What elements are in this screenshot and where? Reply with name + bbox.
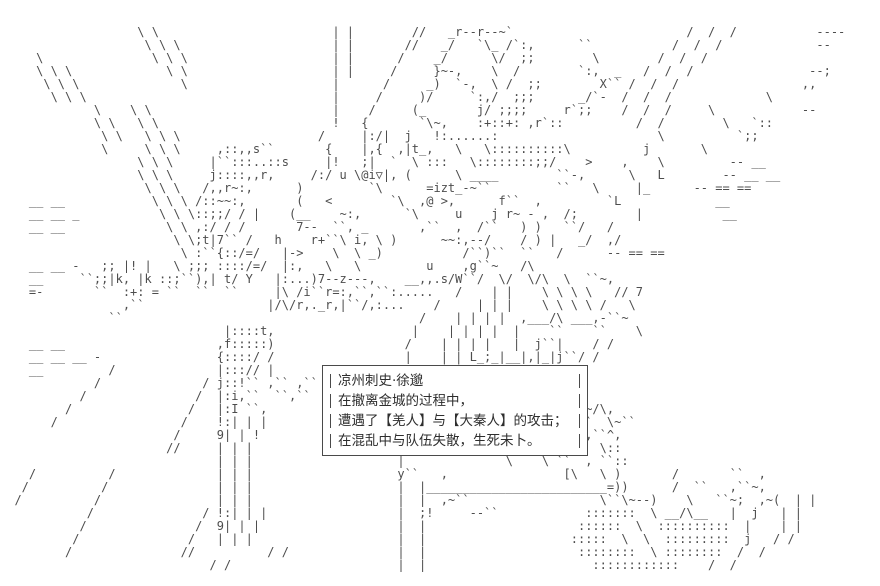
dialog-line-speaker: 凉州刺史·徐邈 — [330, 371, 580, 391]
ascii-art: \ \ | | // _r--r--~` / / / ---- \ \ \ | … — [14, 25, 846, 572]
dialog-line: 遭遇了【羌人】与【大秦人】的攻击； — [330, 411, 580, 431]
dialog-box: 凉州刺史·徐邈 在撤离金城的过程中， 遭遇了【羌人】与【大秦人】的攻击； 在混乱… — [322, 365, 588, 456]
dialog-line: 在混乱中与队伍失散，生死未卜。 — [330, 431, 580, 451]
dialog-line: 在撤离金城的过程中， — [330, 391, 580, 411]
